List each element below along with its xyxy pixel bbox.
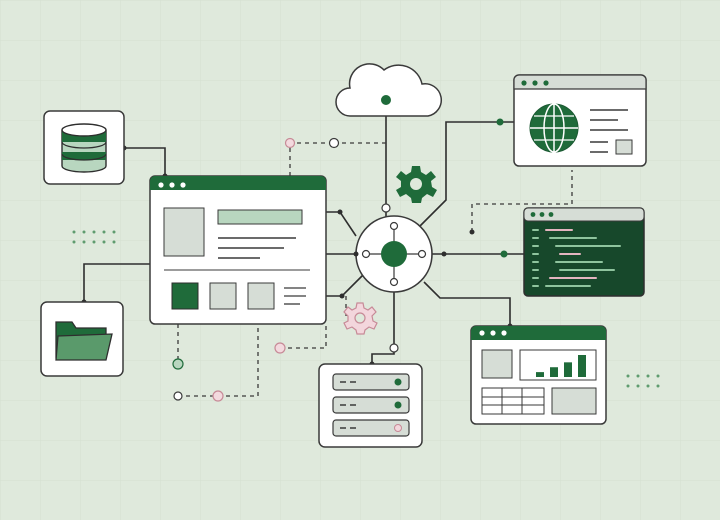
dot <box>441 251 447 257</box>
dot <box>496 118 504 126</box>
bar-chart <box>536 355 586 377</box>
main-dashboard-window[interactable] <box>149 175 327 325</box>
node-pink <box>284 137 296 149</box>
window-dot <box>180 182 186 188</box>
node-pink <box>274 342 286 354</box>
globe-icon <box>529 103 579 153</box>
dot-grid-right <box>626 374 660 388</box>
server-rack[interactable] <box>318 363 423 448</box>
tile-light <box>209 282 237 310</box>
dot-grid-left <box>72 230 116 244</box>
tile-light <box>247 282 275 310</box>
central-hub[interactable] <box>353 215 433 293</box>
node-open <box>328 137 340 149</box>
node-open <box>389 343 399 353</box>
hub-core <box>381 241 407 267</box>
connectors <box>83 100 524 364</box>
settings-gear-pink-icon <box>343 302 378 335</box>
database-node[interactable] <box>43 110 125 185</box>
window-titlebar <box>150 176 326 190</box>
heading-bar <box>217 209 303 225</box>
dashed-bottom-loop <box>178 326 259 397</box>
connector-dots <box>81 118 513 402</box>
folder-icon <box>55 321 113 361</box>
node-open <box>173 391 183 401</box>
table-grid <box>481 387 545 415</box>
connector-folder-main <box>83 263 150 302</box>
dot <box>469 229 475 235</box>
connector-hub-server <box>371 292 395 364</box>
node-green <box>172 358 184 370</box>
image-placeholder <box>163 207 205 257</box>
server-unit <box>332 419 410 437</box>
connector-hub-analytics <box>423 281 511 326</box>
dashed-browser-code <box>471 170 573 232</box>
chart-bar <box>564 362 572 377</box>
gear-icon <box>396 166 437 203</box>
chart-bar <box>536 372 544 377</box>
cloud-icon <box>335 63 443 117</box>
window-dot <box>169 182 175 188</box>
folder-node[interactable] <box>40 301 124 377</box>
server-unit <box>332 373 410 391</box>
connector-hub-browser <box>419 121 514 227</box>
dot <box>337 209 343 215</box>
dot <box>500 250 508 258</box>
analytics-window[interactable] <box>470 325 607 425</box>
server-unit <box>332 396 410 414</box>
chart-bar <box>550 367 558 377</box>
node-open <box>381 203 391 213</box>
dot <box>339 293 345 299</box>
database-icon <box>61 123 107 173</box>
window-dot <box>158 182 164 188</box>
code-lines <box>532 229 621 287</box>
connector-database-main <box>124 147 166 176</box>
node-pink <box>212 390 224 402</box>
browser-globe-window[interactable] <box>513 74 647 167</box>
tile-dark <box>171 282 199 310</box>
chart-bar <box>578 355 586 377</box>
code-editor-window[interactable] <box>523 207 645 297</box>
